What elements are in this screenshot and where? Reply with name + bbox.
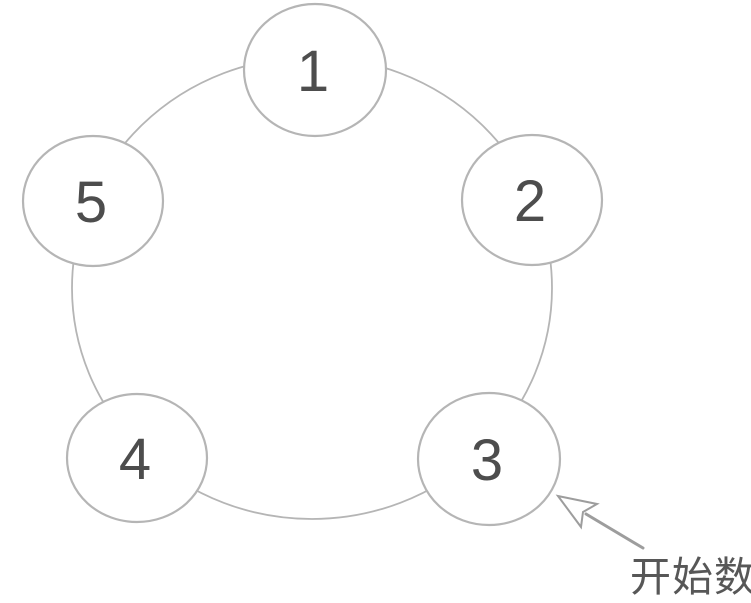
node-number-3: 3 <box>471 428 503 493</box>
node-number-5: 5 <box>75 170 107 235</box>
node-3: 3 <box>416 391 562 527</box>
node-number-2: 2 <box>514 169 546 234</box>
node-number-1: 1 <box>297 39 329 104</box>
start-annotation: 开始数 <box>555 494 751 600</box>
node-number-4: 4 <box>119 427 151 492</box>
arrowhead-icon <box>555 494 600 530</box>
arrow-shaft <box>584 512 645 550</box>
node-4: 4 <box>65 392 209 524</box>
node-1: 1 <box>242 2 388 138</box>
start-count-label: 开始数 <box>630 554 751 600</box>
node-circle-4 <box>65 392 209 524</box>
node-2: 2 <box>460 133 604 267</box>
node-circle-2 <box>460 133 604 267</box>
node-circle-1 <box>242 2 388 138</box>
node-circle-3 <box>416 391 562 527</box>
node-circle-5 <box>21 134 165 268</box>
node-5: 5 <box>21 134 165 268</box>
